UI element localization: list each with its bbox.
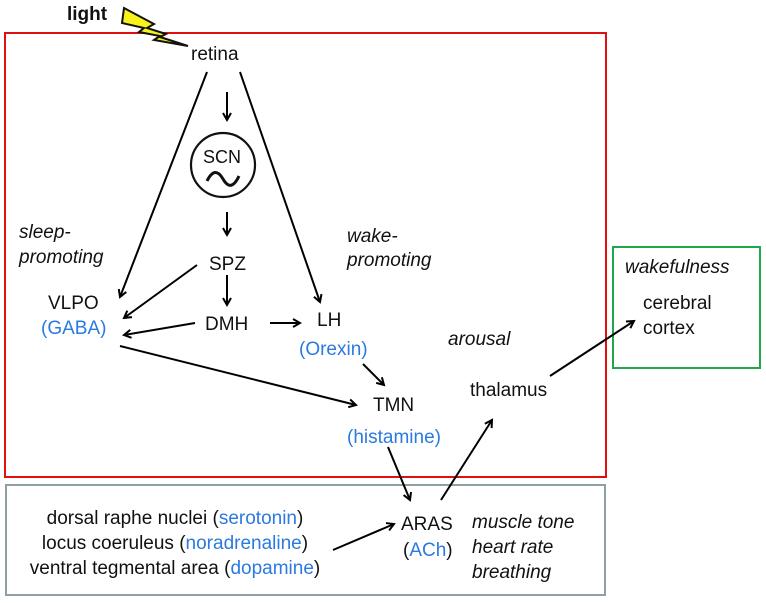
- brainstem-nucleus-item: ventral tegmental area (dopamine): [29, 558, 321, 579]
- sleep-promoting-label-1: sleep-: [19, 222, 71, 243]
- nucleus-name: dorsal raphe nuclei: [46, 508, 208, 529]
- arrow-vlpo-tmn: [119, 345, 356, 405]
- nucleus-neurotransmitter: dopamine: [230, 558, 314, 579]
- vlpo-label: VLPO: [48, 293, 99, 314]
- wakefulness-label: wakefulness: [625, 257, 730, 278]
- lightning-bolt-icon: [120, 6, 189, 47]
- arrow-retina-vlpo: [120, 71, 208, 297]
- wake-promoting-label-2: promoting: [347, 250, 432, 271]
- wake-promoting-label-1: wake-: [347, 226, 398, 247]
- aras-nt-name: ACh: [409, 540, 447, 561]
- cortex-label-line2: cortex: [643, 318, 695, 339]
- wakefulness-region-box: [612, 246, 761, 369]
- cortex-label-line1: cerebral: [643, 293, 712, 314]
- brainstem-nucleus-item: dorsal raphe nuclei (serotonin): [46, 508, 304, 529]
- arrow-dmh-vlpo: [124, 322, 196, 335]
- nucleus-neurotransmitter: serotonin: [218, 508, 297, 529]
- thalamus-label: thalamus: [470, 380, 548, 401]
- nucleus-name: ventral tegmental area: [29, 558, 219, 579]
- aras-neurotransmitter: (ACh): [403, 540, 453, 561]
- sleep-promoting-label-2: promoting: [19, 247, 104, 268]
- function-muscle-tone: muscle tone: [472, 512, 575, 533]
- arrow-thalamus-cortex: [549, 321, 634, 377]
- arousal-label: arousal: [448, 329, 511, 350]
- hypothalamus-region-box: [4, 32, 607, 478]
- sine-wave-icon: [205, 171, 241, 187]
- scn-label: SCN: [203, 147, 242, 167]
- arrow-retina-lh: [239, 71, 320, 302]
- aras-label: ARAS: [401, 514, 453, 535]
- arrow-brainstem-aras: [332, 524, 394, 551]
- lh-neurotransmitter: (Orexin): [299, 339, 368, 360]
- retina-label: retina: [191, 44, 239, 65]
- nucleus-neurotransmitter: noradrenaline: [185, 533, 302, 554]
- arrow-aras-thalamus: [440, 420, 492, 501]
- tmn-neurotransmitter: (histamine): [347, 427, 441, 448]
- tmn-label: TMN: [373, 395, 415, 416]
- nucleus-name: locus coeruleus: [41, 533, 174, 554]
- brainstem-region-box: [5, 484, 606, 596]
- arrow-tmn-aras: [387, 446, 410, 500]
- light-label: light: [67, 4, 108, 25]
- vlpo-neurotransmitter: (GABA): [41, 318, 107, 339]
- scn-circle: [189, 131, 257, 199]
- dmh-label: DMH: [205, 314, 249, 335]
- brainstem-nucleus-item: locus coeruleus (noradrenaline): [41, 533, 309, 554]
- arrow-spz-vlpo: [124, 264, 198, 318]
- spz-label: SPZ: [209, 254, 246, 275]
- arrow-lh-tmn: [362, 363, 384, 385]
- function-heart-rate: heart rate: [472, 537, 554, 558]
- lh-label: LH: [317, 310, 342, 331]
- function-breathing: breathing: [472, 562, 552, 583]
